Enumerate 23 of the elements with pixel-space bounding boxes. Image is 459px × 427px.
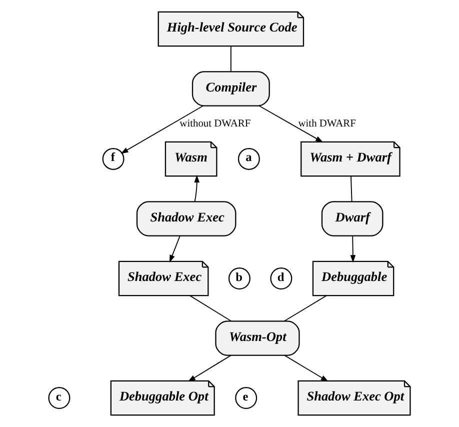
node-box: Dwarf [321,201,384,236]
node-circle: a [238,148,260,170]
arrow [350,236,356,263]
edge-label: with DWARF [298,118,356,130]
arrow [188,354,232,382]
node-circle: c [48,387,70,409]
node-box: Wasm-Opt [215,320,300,356]
arrow [169,236,180,263]
arrow [284,354,328,382]
connector [350,176,352,202]
node-box: Compiler [192,71,270,106]
arrow [258,105,324,142]
node-circle: f [102,148,124,170]
arrow [194,174,200,202]
node-circle: b [228,267,250,290]
connector [284,295,327,322]
node-circle: d [270,267,292,290]
edge-label: without DWARF [180,118,251,130]
arrow [120,105,204,154]
connector [190,295,232,322]
node-circle: e [235,387,258,409]
connector [230,46,232,72]
node-box: Shadow Exec [136,201,236,236]
